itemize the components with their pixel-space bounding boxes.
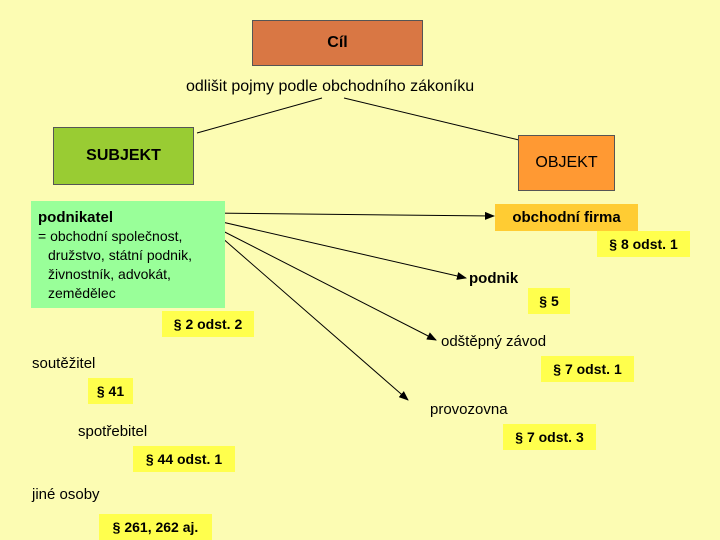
podnik-label: podnik — [469, 270, 519, 287]
podnik-ref: § 5 — [528, 288, 570, 314]
arrow-to-podnik — [208, 218, 467, 280]
odstepny-zavod-label: odštěpný závod — [441, 333, 547, 350]
podnikatel-line: družstvo, státní podnik, — [48, 247, 192, 263]
soutezitel-label: soutěžitel — [32, 355, 96, 372]
podnikatel-line: zemědělec — [48, 285, 116, 301]
spotrebitel-label: spotřebitel — [78, 423, 148, 440]
provozovna-ref: § 7 odst. 3 — [503, 424, 596, 450]
provozovna-label: provozovna — [430, 401, 508, 418]
arrow-to-provozovna — [212, 229, 409, 401]
obchodni-firma-ref: § 8 odst. 1 — [597, 231, 690, 257]
spotrebitel-ref: § 44 odst. 1 — [133, 446, 235, 472]
objekt-label: OBJEKT — [535, 154, 598, 171]
odstepny-zavod-ref: § 7 odst. 1 — [541, 356, 634, 382]
obchodni-firma-box: obchodní firma — [495, 204, 638, 231]
subjekt-box: SUBJEKT — [53, 127, 194, 185]
podnikatel-ref: § 2 odst. 2 — [162, 311, 254, 337]
line-goal-objekt — [343, 97, 520, 141]
soutezitel-ref: § 41 — [88, 378, 133, 404]
podnikatel-title: podnikatel — [38, 209, 114, 226]
podnikatel-line: = obchodní společnost, — [38, 228, 183, 244]
cil-label: Cíl — [327, 34, 348, 51]
jine-osoby-ref: § 261, 262 aj. — [99, 514, 212, 540]
podnikatel-line: živnostník, advokát, — [48, 266, 171, 282]
objekt-box: OBJEKT — [518, 135, 615, 191]
cil-box: Cíl — [252, 20, 423, 66]
subjekt-label: SUBJEKT — [86, 147, 161, 164]
line-goal-subjekt — [196, 97, 323, 134]
arrow-to-obchodni-firma — [206, 211, 495, 220]
goal-text: odlišit pojmy podle obchodního zákoníku — [186, 78, 475, 95]
arrow-to-odstepny-zavod — [210, 224, 437, 341]
podnikatel-box: podnikatel = obchodní společnost, družst… — [31, 201, 225, 308]
jine-osoby-label: jiné osoby — [32, 486, 100, 503]
